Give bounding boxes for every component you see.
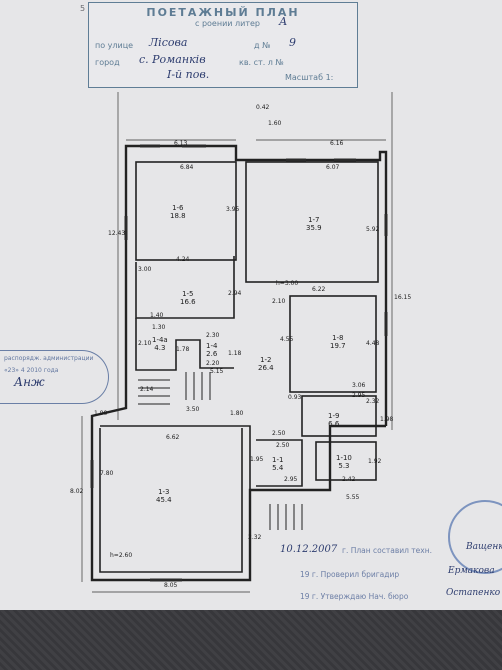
dim-label: 1.80 (230, 410, 244, 417)
dimension-lines (81, 92, 393, 593)
stamp-letter-label: с роении литер (195, 19, 260, 28)
stamp-title: ПОЕТАЖНЫЙ ПЛАН (146, 6, 300, 19)
dim-label: 8.02 (70, 488, 84, 495)
admin-stamp-line1: распорядж. администрации (4, 355, 94, 362)
stamp-street-value: Лісова (149, 36, 188, 49)
dim-label: 4.55 (280, 336, 294, 343)
administration-stamp: распорядж. администрации «23» 4 2010 год… (0, 350, 109, 404)
stamp-city-label: город (95, 58, 120, 67)
dim-label: 0.42 (256, 104, 270, 111)
dim-label: 6.16 (330, 140, 344, 147)
dim-label: 5.15 (210, 368, 224, 375)
dim-label: 2.30 (206, 332, 220, 339)
dim-label: 2.32 (248, 534, 262, 541)
dim-label: 2.50 (272, 430, 286, 437)
dim-label: 6.07 (326, 164, 340, 171)
dim-label: 3.50 (186, 406, 200, 413)
dim-label: 3.06 (352, 382, 366, 389)
dim-label: 2.20 (206, 360, 220, 367)
dim-label: 1.90 (94, 410, 108, 417)
stamp-letter-value: А (279, 15, 288, 28)
dim-label: 12.43 (108, 230, 126, 237)
dim-label: 3.95 (226, 206, 240, 213)
dim-label: 2.95 (284, 476, 298, 483)
dim-label: 6.62 (166, 434, 180, 441)
stamp-kv-label: кв. ст. л № (239, 58, 284, 67)
outer-walls (90, 144, 388, 582)
dim-label: 8.05 (164, 582, 178, 589)
dim-label: 4.24 (176, 256, 190, 263)
dim-label: 5.55 (346, 494, 360, 501)
stamp-floor-value: І-й пов. (167, 68, 210, 81)
dim-label: 1.92 (368, 458, 382, 465)
windows (90, 144, 388, 582)
stamp-scale: Масштаб 1: (285, 73, 334, 82)
dim-label: 3.00 (138, 266, 152, 273)
footer-line2: 19 г. Проверил бригадир (300, 570, 400, 579)
dim-label: 1.98 (380, 416, 394, 423)
footer-signature-1: Ващенко (466, 542, 502, 552)
dim-label: h=3.00 (276, 280, 299, 287)
stamp-street-label: по улице (95, 41, 134, 50)
dim-label: 7.80 (100, 470, 114, 477)
dim-label: 6.13 (174, 140, 188, 147)
footer-signature-3: Остапенко (446, 588, 501, 598)
dim-label: 1.18 (228, 350, 242, 357)
dim-label: 1.78 (176, 346, 190, 353)
dim-label: 1.60 (268, 120, 282, 127)
dim-label: 4.48 (366, 340, 380, 347)
stamp-house-value: 9 (289, 36, 296, 49)
stamp-house-label: д № (254, 41, 271, 50)
dim-label: 1.40 (150, 312, 164, 319)
dim-label: 6.22 (312, 286, 326, 293)
dim-label: 0.93 (288, 394, 302, 401)
dim-label: 2.42 (342, 476, 356, 483)
background-surface (0, 610, 502, 670)
dim-label: 1.30 (152, 324, 166, 331)
footer-signature-2: Ермакова (448, 566, 495, 576)
dim-label: 1.95 (250, 456, 264, 463)
dim-label: 2.50 (276, 442, 290, 449)
stair-hatching (138, 372, 303, 530)
footer-date: 10.12.2007 (280, 544, 338, 555)
dim-label: 2.14 (140, 386, 154, 393)
footer-line1: г. План составил техн. (342, 546, 433, 555)
inner-walls (99, 161, 379, 573)
dim-label: 2.95 (352, 392, 366, 399)
dim-label: 5.92 (366, 226, 380, 233)
admin-stamp-signature: Анж (14, 375, 45, 389)
corner-number: 5 (80, 4, 86, 13)
footer-line3: 19 г. Утверждаю Нач. бюро (300, 592, 409, 601)
admin-stamp-line2: «23» 4 2010 года (4, 367, 59, 374)
dim-label: 16.15 (394, 294, 412, 301)
stamp-city-value: с. Романків (139, 53, 206, 66)
title-stamp: ПОЕТАЖНЫЙ ПЛАН с роении литер А по улице… (88, 2, 358, 88)
dim-label: 6.84 (180, 164, 194, 171)
dim-label: 2.10 (272, 298, 286, 305)
dim-label: 2.32 (366, 398, 380, 405)
dim-label: h=2.60 (110, 552, 133, 559)
dim-label: 2.10 (138, 340, 152, 347)
dim-label: 2.94 (228, 290, 242, 297)
